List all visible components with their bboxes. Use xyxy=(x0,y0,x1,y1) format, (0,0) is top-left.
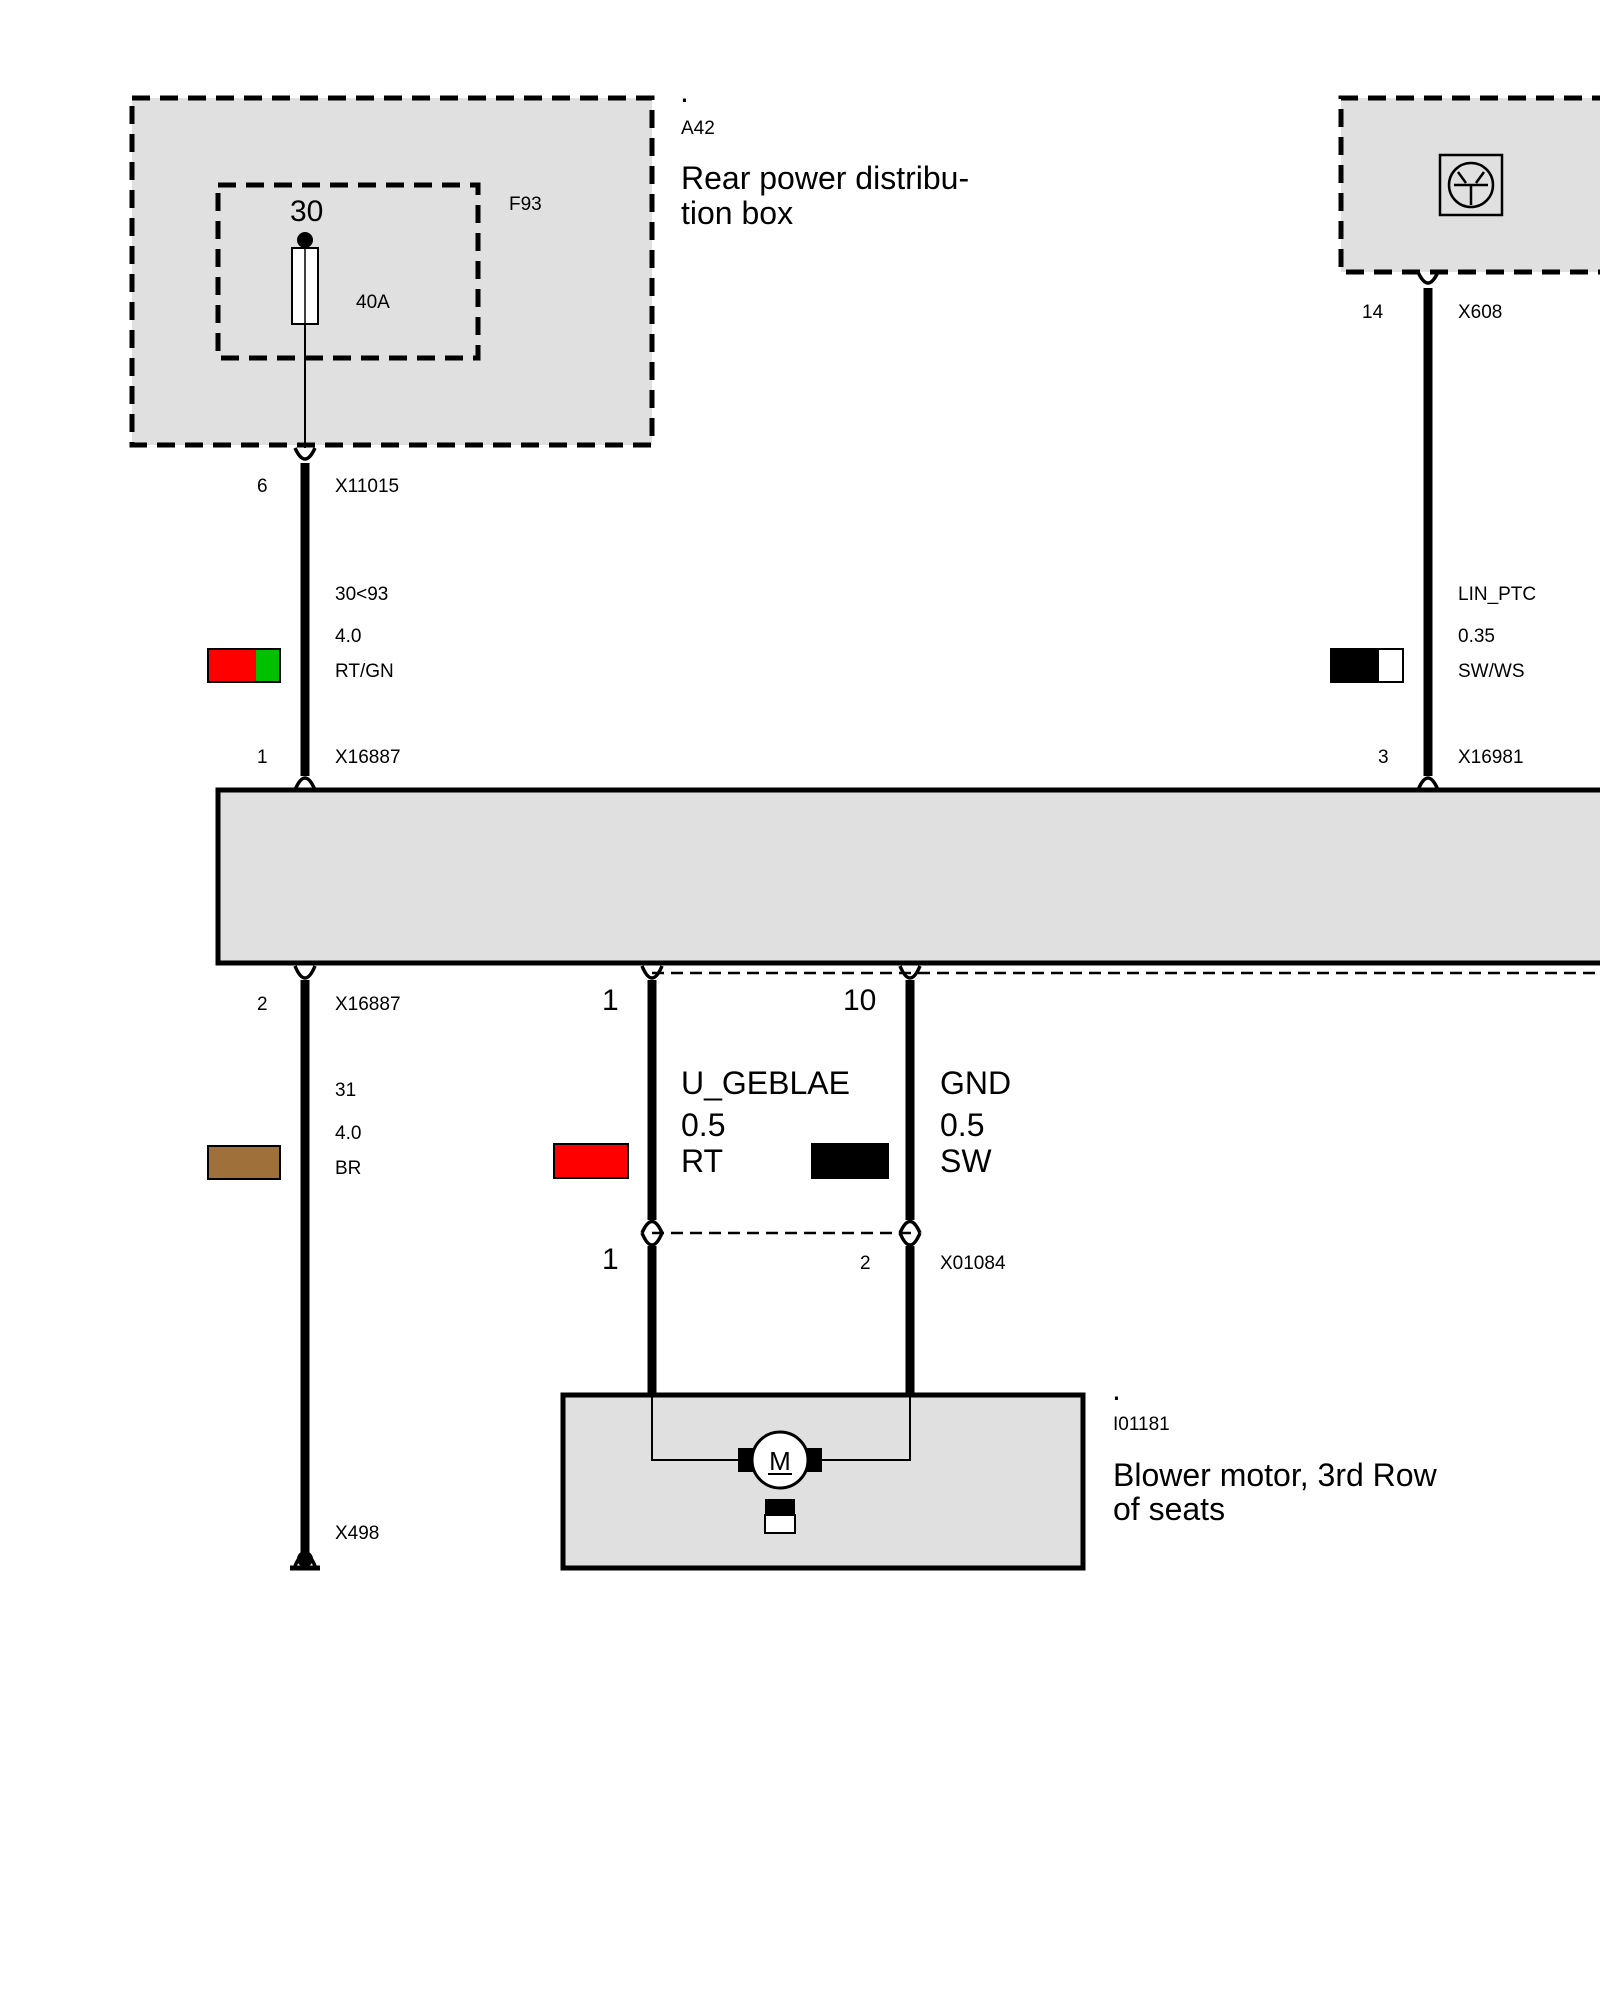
blower-motor-id: I01181 xyxy=(1113,1414,1170,1435)
power-box-dot: . xyxy=(680,73,689,109)
blower-ground-wire xyxy=(898,965,922,1396)
lin-bottom-pin: 3 xyxy=(1378,747,1389,768)
lin-color-code: SW/WS xyxy=(1458,661,1525,682)
motor-symbol: M xyxy=(769,1446,791,1476)
supply-color-swatch xyxy=(207,648,281,683)
supply-top-pin: 6 xyxy=(257,476,268,497)
blower-supply-gauge: 0.5 xyxy=(681,1107,725,1143)
ground-gauge: 4.0 xyxy=(335,1123,361,1144)
ground-wire xyxy=(290,965,320,1571)
supply-bottom-pin: 1 xyxy=(257,747,268,768)
blower-supply-color-swatch xyxy=(553,1143,629,1179)
power-box-title-line1: Rear power distribu- xyxy=(681,160,969,196)
lin-module xyxy=(1338,95,1600,275)
fuse-id: F93 xyxy=(509,194,542,215)
lin-module-pin: 14 xyxy=(1362,302,1384,323)
power-box-title-line2: tion box xyxy=(681,195,793,231)
blower-ground-gauge: 0.5 xyxy=(940,1107,984,1143)
supply-wire xyxy=(293,447,317,791)
blower-supply-top-pin: 1 xyxy=(602,984,619,1017)
lin-signal: LIN_PTC xyxy=(1458,584,1536,605)
power-distribution-box: 30 F93 40A xyxy=(129,95,655,448)
blower-motor-title-line1: Blower motor, 3rd Row xyxy=(1113,1457,1438,1493)
lin-wire xyxy=(1416,271,1440,791)
fuse-icon xyxy=(291,232,319,448)
lin-gauge: 0.35 xyxy=(1458,626,1495,647)
supply-gauge: 4.0 xyxy=(335,626,361,647)
ground-top-connector: X16887 xyxy=(335,994,401,1015)
supply-bottom-connector: X16887 xyxy=(335,747,401,768)
blower-supply-wire xyxy=(640,965,664,1396)
blower-ground-color-swatch xyxy=(811,1143,889,1179)
supply-color-code: RT/GN xyxy=(335,661,394,682)
blower-ground-signal: GND xyxy=(940,1065,1011,1101)
control-unit-bar xyxy=(215,787,1600,966)
supply-signal: 30<93 xyxy=(335,584,388,605)
power-box-id: A42 xyxy=(681,118,715,139)
blower-supply-color-code: RT xyxy=(681,1143,723,1179)
ground-color-swatch xyxy=(207,1145,281,1180)
fuse-terminal-label: 30 xyxy=(290,195,323,228)
lin-color-swatch xyxy=(1330,648,1404,683)
blower-ground-color-code: SW xyxy=(940,1143,992,1179)
blower-ground-bottom-connector: X01084 xyxy=(940,1253,1006,1274)
blower-ground-bottom-pin: 2 xyxy=(860,1253,871,1274)
blower-motor: M xyxy=(560,1392,1086,1571)
ground-strap-icon xyxy=(764,1499,796,1534)
lin-bottom-connector: X16981 xyxy=(1458,747,1524,768)
transistor-icon xyxy=(1438,153,1504,217)
motor-icon: M xyxy=(738,1430,822,1490)
blower-motor-title-line2: of seats xyxy=(1113,1491,1225,1527)
blower-supply-signal: U_GEBLAE xyxy=(681,1065,850,1101)
lin-module-connector: X608 xyxy=(1458,302,1502,323)
supply-top-connector: X11015 xyxy=(335,476,399,497)
fuse-rating: 40A xyxy=(356,292,390,313)
ground-top-pin: 2 xyxy=(257,994,268,1015)
ground-color-code: BR xyxy=(335,1158,361,1179)
ground-end-connector: X498 xyxy=(335,1523,379,1544)
ground-signal: 31 xyxy=(335,1080,356,1101)
blower-motor-dot: . xyxy=(1112,1371,1121,1407)
blower-ground-top-pin: 10 xyxy=(843,984,876,1017)
blower-supply-bottom-pin: 1 xyxy=(602,1243,619,1276)
